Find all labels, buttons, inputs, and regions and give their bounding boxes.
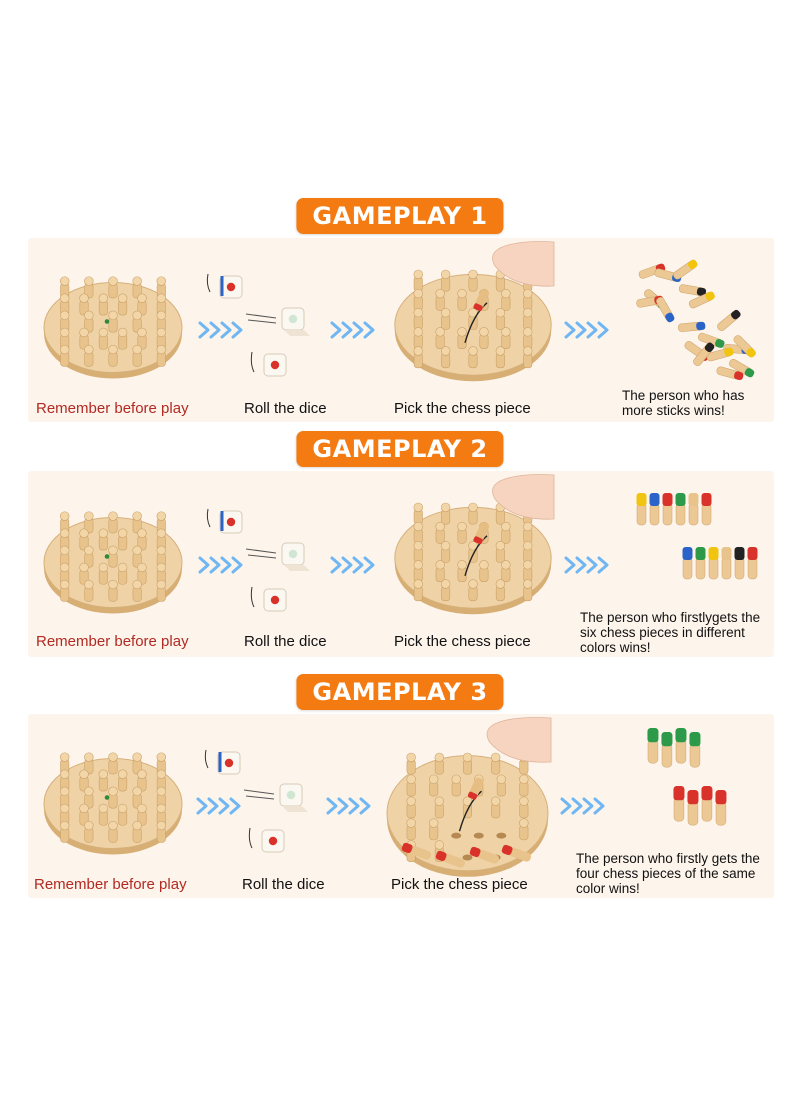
arrow-icon	[196, 555, 246, 575]
arrow-icon	[562, 555, 612, 575]
dice-icon	[204, 749, 308, 853]
pick-piece-illustration	[380, 714, 555, 877]
memory-board-illustration	[38, 250, 188, 379]
step-pick-label: Pick the chess piece	[394, 400, 531, 417]
pick-piece-illustration	[388, 471, 558, 615]
result-label: The person who firstly gets the four che…	[576, 851, 760, 896]
arrow-icon	[324, 796, 374, 816]
wooden-board-icon	[43, 511, 183, 614]
dice-group	[206, 266, 316, 386]
hand-picking-icon	[386, 717, 552, 877]
step-roll-label: Roll the dice	[244, 400, 327, 417]
step-remember-label: Remember before play	[34, 876, 187, 893]
arrow-icon	[194, 796, 244, 816]
wooden-board-icon	[43, 752, 183, 855]
step-remember-label: Remember before play	[36, 400, 189, 417]
gameplay-title: GAMEPLAY 3	[296, 674, 504, 710]
result-sticks-illustration	[628, 259, 758, 382]
gameplay-section-2: GAMEPLAY 2 Remember before play Roll the…	[0, 431, 800, 661]
dice-group	[204, 742, 314, 862]
arrow-icon	[562, 320, 612, 340]
gameplay-title: GAMEPLAY 2	[296, 431, 504, 467]
step-roll-label: Roll the dice	[242, 876, 325, 893]
result-rows-illustration	[633, 489, 773, 599]
four-color-pieces-icon	[647, 728, 727, 826]
arrow-icon	[328, 320, 378, 340]
gameplay-panel: Remember before play Roll the dice Pick …	[28, 471, 774, 657]
pick-piece-illustration	[388, 238, 558, 382]
hand-picking-icon	[394, 474, 555, 615]
hand-picking-icon	[394, 241, 555, 382]
gameplay-title: GAMEPLAY 1	[296, 198, 504, 234]
dice-icon	[206, 508, 310, 612]
dice-icon	[206, 273, 310, 377]
colored-sticks-icon	[636, 259, 756, 381]
result-label: The person who firstlygets the six chess…	[580, 610, 761, 655]
memory-board-illustration	[38, 726, 188, 855]
step-pick-label: Pick the chess piece	[394, 633, 531, 650]
six-color-pieces-icon	[636, 493, 758, 580]
gameplay-panel: Remember before play Roll the dice Pick …	[28, 238, 774, 422]
dice-group	[206, 501, 316, 621]
gameplay-section-1: GAMEPLAY 1 Remember before play Roll the…	[0, 198, 800, 428]
wooden-board-icon	[43, 276, 183, 379]
step-pick-label: Pick the chess piece	[391, 876, 528, 893]
result-label: The person who has more sticks wins!	[622, 388, 745, 418]
step-roll-label: Roll the dice	[244, 633, 327, 650]
arrow-icon	[196, 320, 246, 340]
arrow-icon	[328, 555, 378, 575]
gameplay-section-3: GAMEPLAY 3 Remember before play Roll the…	[0, 674, 800, 904]
gameplay-panel: Remember before play Roll the dice Pick …	[28, 714, 774, 898]
result-rows-illustration	[638, 724, 748, 844]
step-remember-label: Remember before play	[36, 633, 189, 650]
memory-board-illustration	[38, 485, 188, 614]
arrow-icon	[558, 796, 608, 816]
